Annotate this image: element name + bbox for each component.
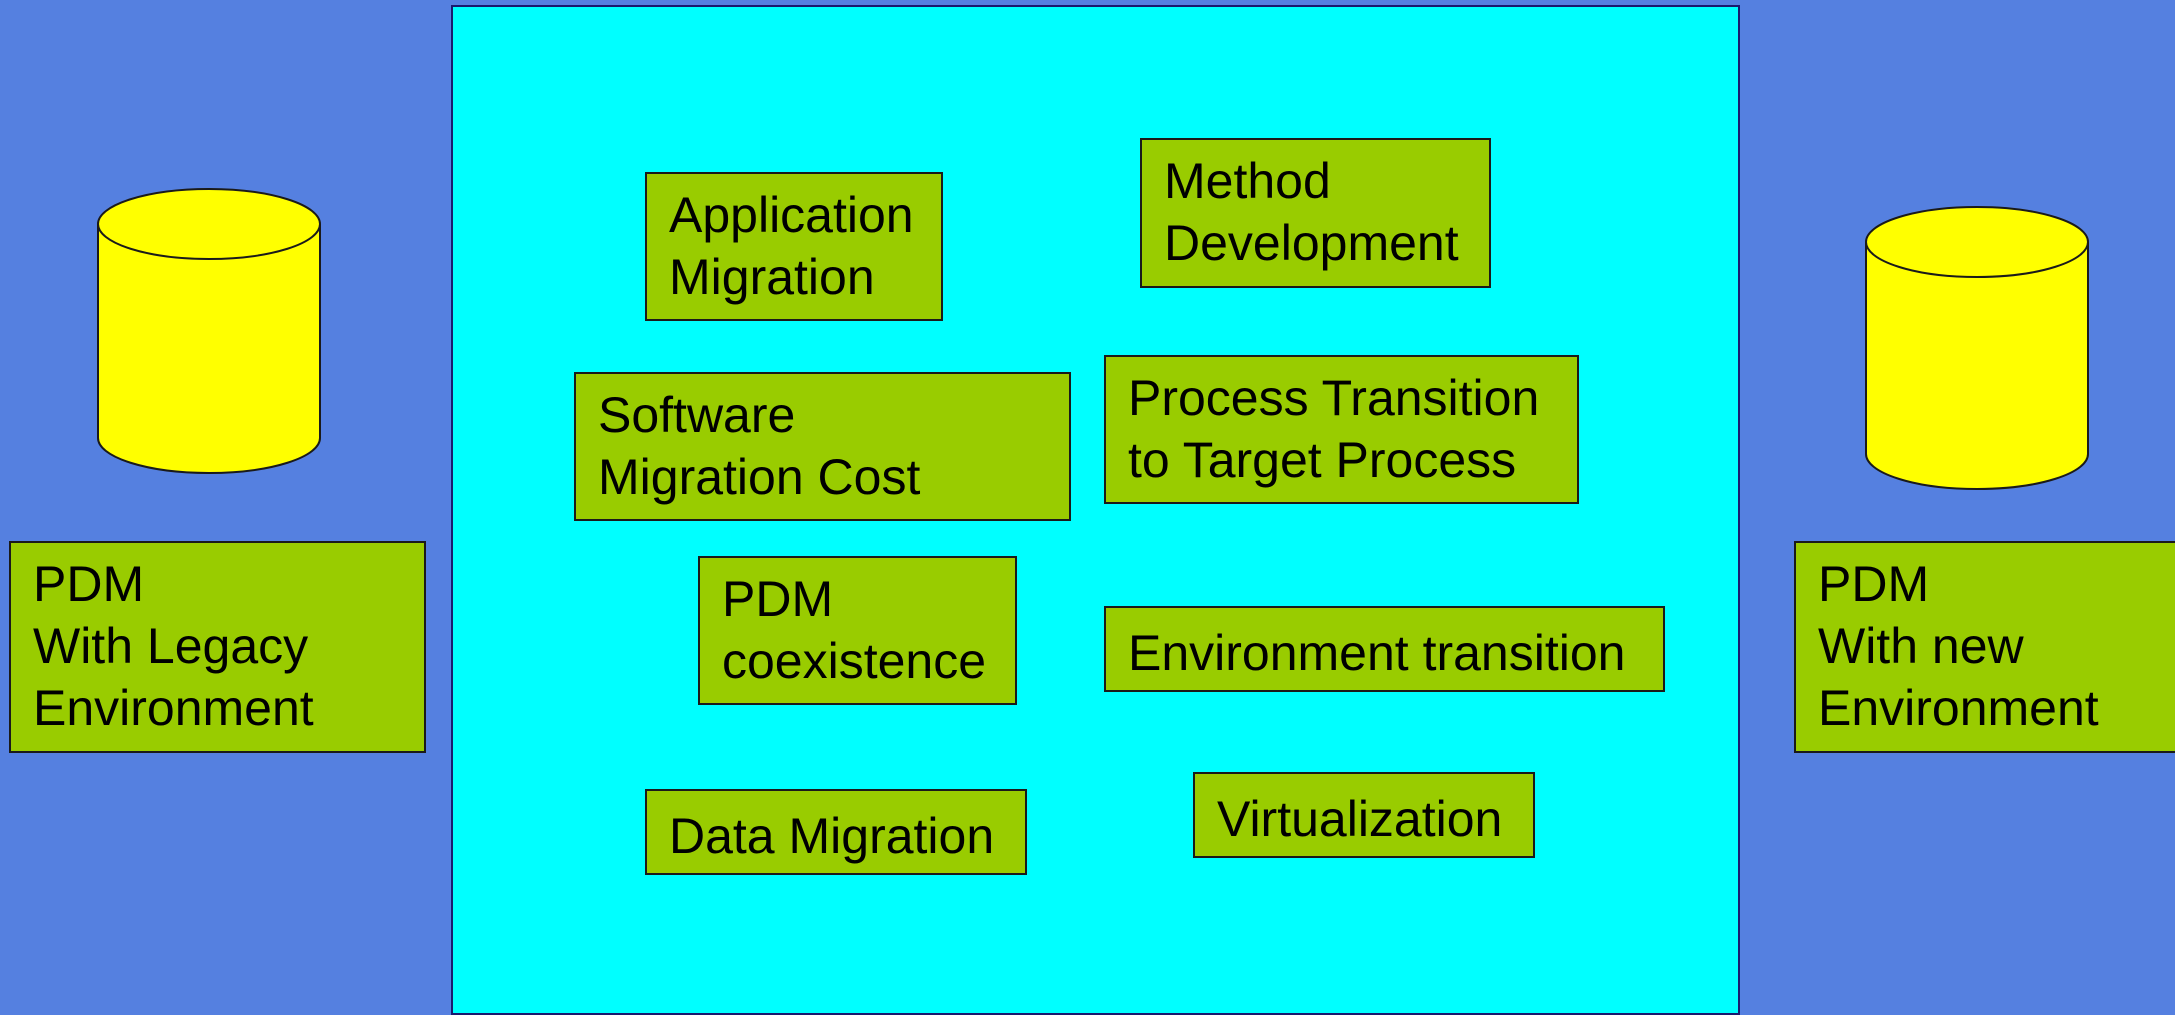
virtualization-box: Virtualization [1193, 772, 1535, 858]
application-migration-box: Application Migration [645, 172, 943, 321]
pdm-new-environment-box: PDM With new Environment [1794, 541, 2175, 753]
new-database-icon [1865, 206, 2089, 490]
legacy-database-icon [97, 188, 321, 474]
software-migration-cost-box: Software Migration Cost [574, 372, 1071, 521]
data-migration-box: Data Migration [645, 789, 1027, 875]
method-development-box: Method Development [1140, 138, 1491, 288]
pdm-coexistence-box: PDM coexistence [698, 556, 1017, 705]
environment-transition-box: Environment transition [1104, 606, 1665, 692]
process-transition-box: Process Transition to Target Process [1104, 355, 1579, 504]
pdm-legacy-environment-box: PDM With Legacy Environment [9, 541, 426, 753]
